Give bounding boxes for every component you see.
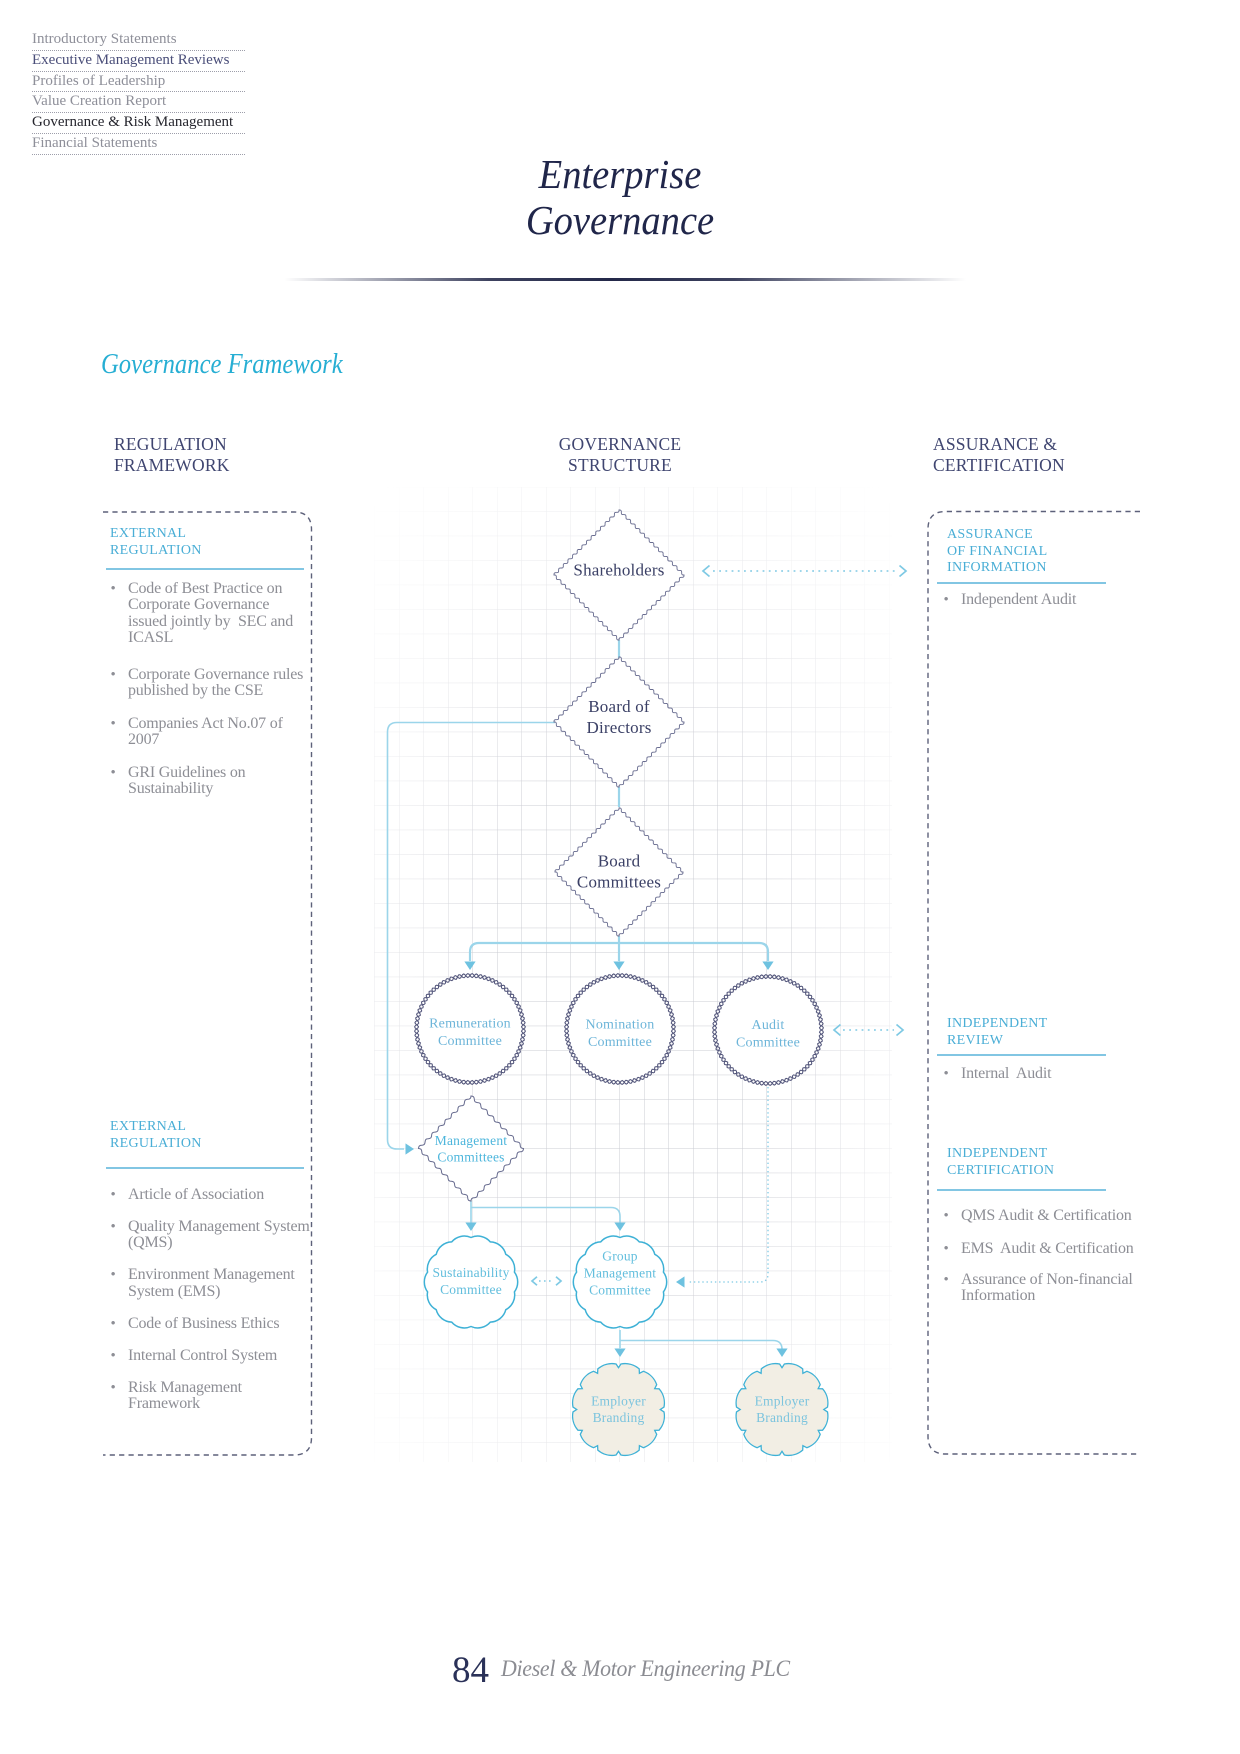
svg-text:Committee: Committee bbox=[589, 1283, 651, 1298]
svg-text:Directors: Directors bbox=[586, 718, 651, 737]
svg-text:Management: Management bbox=[435, 1133, 508, 1148]
svg-text:Employer: Employer bbox=[755, 1394, 810, 1409]
svg-text:Committee: Committee bbox=[588, 1035, 652, 1050]
svg-text:Branding: Branding bbox=[756, 1410, 808, 1425]
svg-text:Committees: Committees bbox=[437, 1150, 504, 1165]
svg-text:Nomination: Nomination bbox=[586, 1018, 655, 1033]
svg-text:Management: Management bbox=[584, 1266, 657, 1281]
svg-text:Committee: Committee bbox=[438, 1034, 502, 1049]
svg-text:Committee: Committee bbox=[440, 1282, 502, 1297]
svg-text:Audit: Audit bbox=[752, 1018, 785, 1033]
svg-text:Sustainability: Sustainability bbox=[432, 1265, 509, 1280]
svg-text:Group: Group bbox=[602, 1249, 638, 1264]
svg-text:Remuneration: Remuneration bbox=[429, 1017, 511, 1032]
svg-text:Branding: Branding bbox=[593, 1410, 645, 1425]
svg-text:Board of: Board of bbox=[588, 697, 650, 716]
svg-text:Board: Board bbox=[598, 852, 641, 871]
svg-text:Committee: Committee bbox=[736, 1036, 800, 1051]
svg-text:Shareholders: Shareholders bbox=[573, 561, 664, 580]
svg-text:Committees: Committees bbox=[577, 873, 661, 892]
svg-text:Employer: Employer bbox=[591, 1394, 646, 1409]
